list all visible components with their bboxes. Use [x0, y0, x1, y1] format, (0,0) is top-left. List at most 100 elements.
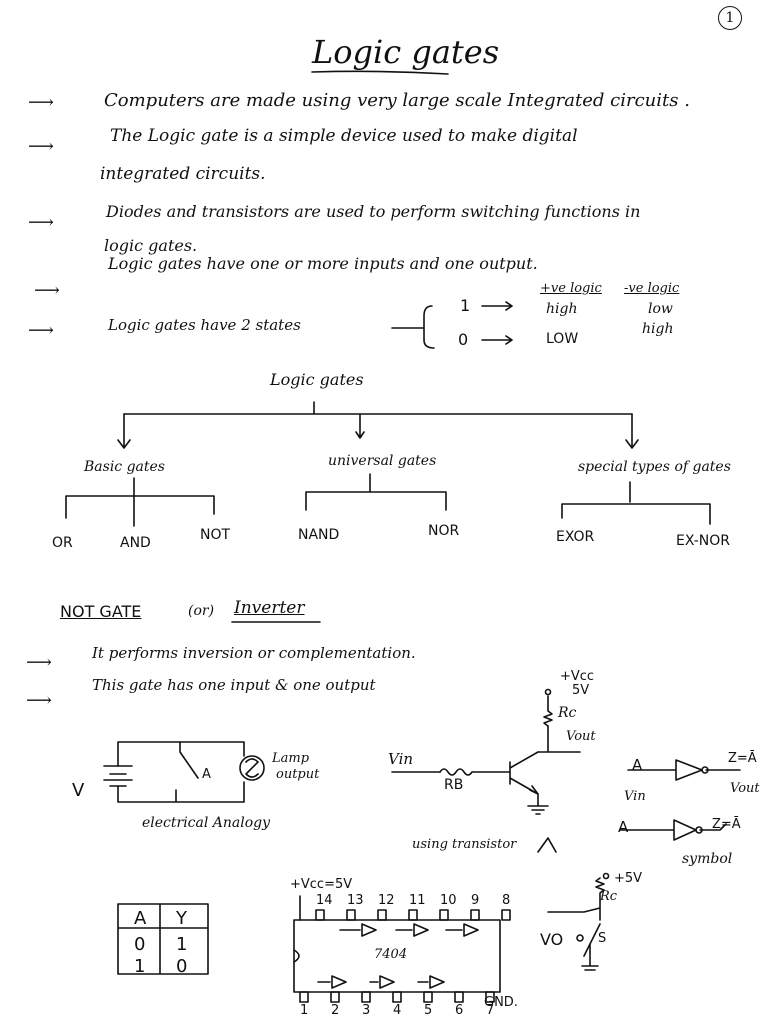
tree-leaf-nor: NOR [428, 523, 460, 539]
tree-group-special: special types of gates [578, 459, 731, 475]
pos-one-value: high [546, 301, 578, 317]
truth-header-a: A [134, 908, 147, 929]
bullet-3: Diodes and transistors are used to perfo… [106, 202, 641, 221]
ic-pin [501, 909, 511, 921]
tree-leaf-nand: NAND [298, 527, 340, 543]
arrow-icon: ⟶ [26, 690, 52, 711]
tree-special-lines [561, 481, 711, 525]
tree-leaf-exor: EXOR [556, 529, 595, 545]
transistor-caption: using transistor [412, 837, 517, 852]
tree-root-line [123, 401, 633, 415]
not-gate-bullet-2: This gate has one input & one output [92, 676, 376, 694]
bullet-5: Logic gates have 2 states [108, 316, 301, 334]
transistor-icon [509, 751, 539, 795]
analogy-a: A [202, 767, 211, 782]
resistor-rc-icon [543, 695, 553, 727]
ic-pin [346, 909, 356, 921]
neg-one-value: low [648, 301, 673, 317]
symbol-out: Z=Ā [728, 751, 757, 766]
switch-rc: Rc [600, 889, 618, 904]
ic-top-pin-8: 8 [502, 893, 511, 908]
not-symbol-2-icon [619, 819, 727, 841]
symbol-caption: symbol [682, 851, 733, 867]
ic-top-pin-13: 13 [347, 893, 364, 908]
ic-name: 7404 [374, 947, 408, 962]
truth-row1-a: 0 [134, 934, 146, 955]
tree-branch-1 [117, 413, 131, 449]
ic-bottom-pin-7: 7 [486, 1003, 495, 1018]
transistor-vcc: +Vcc [560, 669, 595, 684]
ic-top-pin-11: 11 [409, 893, 426, 908]
switch-s: S [598, 931, 607, 946]
transistor-rc: Rc [558, 705, 577, 721]
state-brace [391, 305, 435, 349]
tree-universal-lines [305, 473, 447, 511]
truth-row1-y: 1 [176, 934, 188, 955]
page-title: Logic gates [312, 33, 500, 71]
lamp-icon [239, 755, 265, 781]
ic-pin [299, 991, 309, 1003]
switch-ground-icon [581, 943, 599, 971]
neg-logic-label: -ve logic [624, 281, 680, 296]
ic-bottom-pin-5: 5 [424, 1003, 433, 1018]
page-number: 1 [718, 6, 742, 30]
tree-leaf-and: AND [120, 535, 151, 551]
ic-notch [293, 949, 300, 963]
transistor-rb: RB [444, 777, 464, 793]
transistor-vin: Vin [388, 750, 414, 768]
ic-pin [485, 991, 495, 1003]
tree-group-basic: Basic gates [84, 459, 165, 475]
ic-inner-gates [317, 923, 479, 989]
neg-zero-value: high [642, 321, 674, 337]
battery-icon [103, 765, 133, 787]
arrow-icon: ⟶ [28, 320, 54, 341]
tree-leaf-not: NOT [200, 527, 231, 543]
symbol-vin: Vin [624, 789, 646, 804]
truth-row2-a: 1 [134, 956, 146, 977]
ic-pin [392, 991, 402, 1003]
ic-bottom-pin-3: 3 [362, 1003, 371, 1018]
tree-basic-lines [65, 477, 215, 527]
ic-bottom-pin-2: 2 [331, 1003, 340, 1018]
ic-bottom-pin-6: 6 [455, 1003, 464, 1018]
arrow-icon: ⟶ [26, 652, 52, 673]
ic-pin [423, 991, 433, 1003]
ic-pin [439, 909, 449, 921]
arrow-icon: ⟶ [28, 136, 54, 157]
symbol-vout: Vout [730, 781, 760, 796]
tree-leaf-or: OR [52, 535, 73, 551]
arrow-icon: ⟶ [34, 280, 60, 301]
tree-branch-3 [625, 413, 639, 449]
ic-top-pin-10: 10 [440, 893, 457, 908]
ic-top-pin-9: 9 [471, 893, 480, 908]
ic-pin [361, 991, 371, 1003]
switch-5v: +5V [614, 871, 643, 886]
bullet-3-cont: logic gates. [104, 236, 198, 255]
pos-zero-value: LOW [546, 331, 579, 347]
arrow-icon: ⟶ [28, 92, 54, 113]
not-bubble-2 [695, 826, 703, 834]
title-underline [311, 70, 449, 75]
state-arrow-1 [481, 301, 513, 311]
ic-pin [454, 991, 464, 1003]
tree-branch-2 [355, 413, 365, 439]
symbol-a2: A [618, 818, 629, 836]
analogy-caption: electrical Analogy [142, 815, 271, 831]
truth-header-y: Y [176, 908, 187, 929]
state-one: 1 [460, 296, 471, 315]
not-gate-or: (or) [188, 603, 215, 619]
transistor-collector [537, 725, 581, 753]
not-bubble-1 [701, 766, 709, 774]
bullet-1: Computers are made using very large scal… [104, 90, 690, 111]
tree-root: Logic gates [270, 370, 364, 389]
ic-pin [470, 909, 480, 921]
not-gate-heading: NOT GATE [60, 602, 142, 621]
arrow-pointer-icon [537, 837, 557, 853]
ic-pin [315, 909, 325, 921]
tree-leaf-exnor: EX-NOR [676, 533, 731, 549]
analogy-wires [117, 741, 245, 803]
ic-pin [330, 991, 340, 1003]
not-gate-bullet-1: It performs inversion or complementation… [92, 644, 416, 662]
ic-vcc: +Vcc=5V [290, 877, 353, 892]
